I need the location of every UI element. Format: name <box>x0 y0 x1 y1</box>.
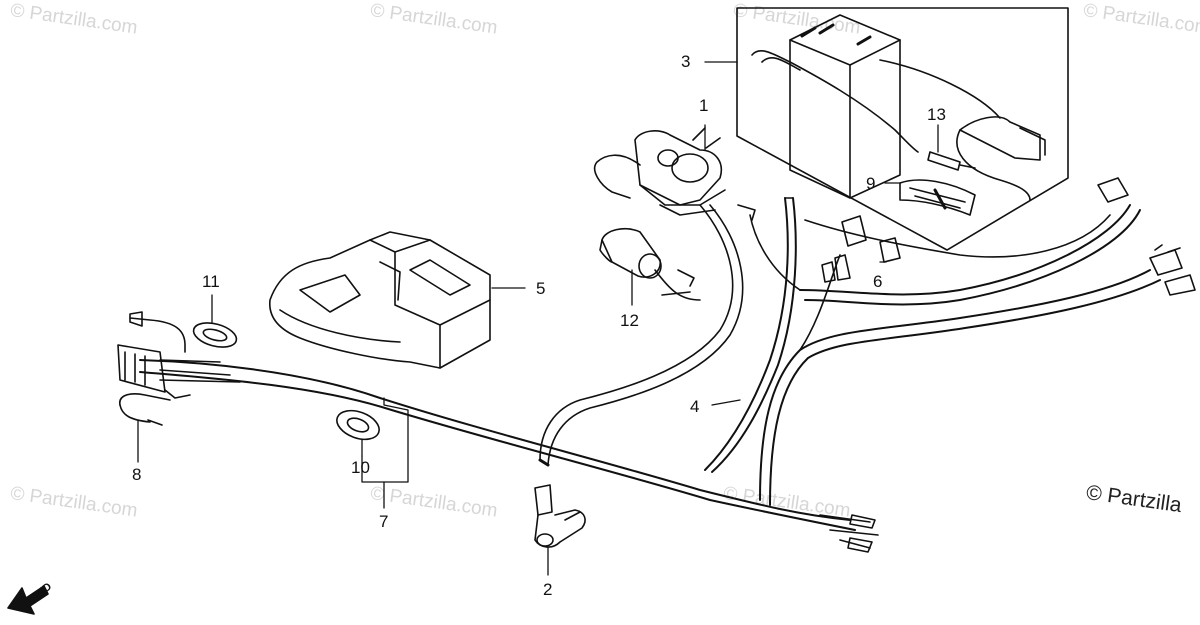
callout-8: 8 <box>132 465 142 484</box>
condenser-12 <box>599 228 701 301</box>
grommet-11 <box>192 322 238 348</box>
right-harness <box>737 177 1196 506</box>
fuse-holder-9 <box>899 179 976 216</box>
grommet-10 <box>336 409 380 441</box>
fwd-arrow <box>7 585 49 615</box>
callout-4: 4 <box>690 397 700 416</box>
battery-box <box>736 7 1069 251</box>
callout-5: 5 <box>536 279 546 298</box>
leader-lines <box>137 61 939 576</box>
ignition-coil-1 <box>593 127 726 216</box>
breather-tube-4 <box>704 197 797 473</box>
callout-10: 10 <box>351 458 370 477</box>
main-harness-7 <box>117 311 879 553</box>
coil-tube <box>538 204 744 467</box>
callout-13: 13 <box>927 105 946 124</box>
callout-1: 1 <box>699 96 709 115</box>
callout-3: 3 <box>681 52 691 71</box>
callout-7: 7 <box>379 512 389 531</box>
battery-tray-5 <box>269 231 491 369</box>
connector-plug-2 <box>534 484 586 548</box>
callout-6: 6 <box>873 272 883 291</box>
callout-9: 9 <box>866 174 876 193</box>
callout-2: 2 <box>543 580 553 599</box>
fuse-13 <box>927 151 976 171</box>
callout-11: 11 <box>202 272 220 291</box>
callout-12: 12 <box>620 311 639 330</box>
